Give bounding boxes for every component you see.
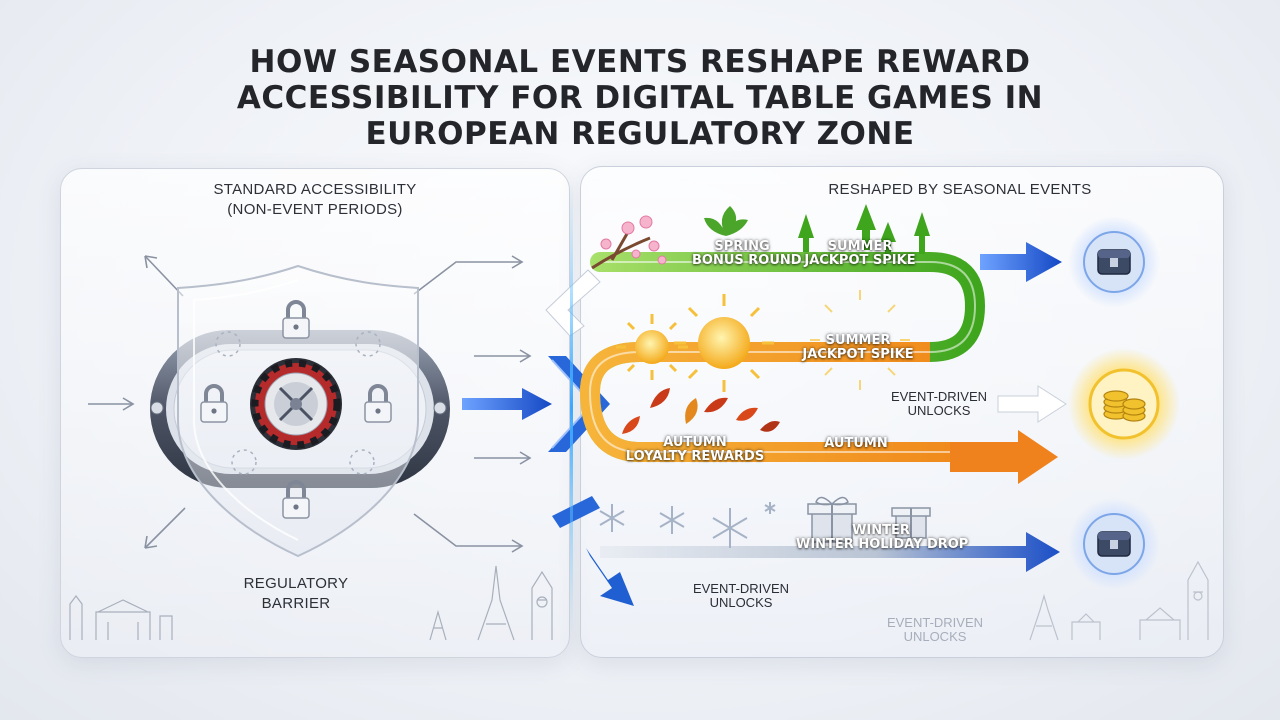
- spring-label-line-1: Spring: [714, 239, 770, 254]
- arrow-bottom-left: [144, 507, 186, 549]
- pressure-arrows: [88, 255, 532, 553]
- arrow-left: [88, 397, 135, 411]
- arrow-top-left: [144, 255, 184, 297]
- sun-icon: [810, 290, 910, 390]
- spring-label-line-2: Bonus Round: [692, 253, 802, 268]
- unlocks-mid-line-1: Event-Driven: [890, 389, 988, 404]
- unlocks-bottom-line-1: Event-Driven: [692, 581, 790, 596]
- unlocks-corner-label: Event-Driven Unlocks: [870, 616, 1000, 644]
- winter-label-line-2: Winter Holiday Drop: [796, 537, 969, 552]
- left-heading-line-1: Standard Accessibility: [213, 181, 417, 198]
- summer-mid-label: Summer Jackpot Spike: [798, 334, 918, 362]
- summer-mid-line-1: Summer: [825, 333, 891, 348]
- winter-label-line-1: Winter: [852, 523, 910, 538]
- autumn-label-line-1: Autumn: [663, 435, 727, 450]
- gift-box-icon: [891, 507, 931, 539]
- unlocks-bottom-label: Event-Driven Unlocks: [676, 582, 806, 610]
- summer-top-line-1: Summer: [827, 239, 893, 254]
- gift-box-icon: [807, 496, 857, 543]
- arrow-top-right: [413, 255, 524, 295]
- title-line-1: How Seasonal Events Reshape Reward: [249, 44, 1031, 80]
- lock-icon: [282, 480, 310, 519]
- leaf-icon: [704, 206, 748, 236]
- unlocks-bottom-line-2: Unlocks: [709, 595, 773, 610]
- arrow-right-1: [474, 349, 532, 363]
- left-panel-heading: Standard Accessibility (Non-Event Period…: [150, 180, 480, 220]
- entry-flow-arrow: [462, 388, 552, 420]
- sun-icon: [616, 314, 688, 380]
- lock-icon: [364, 384, 392, 423]
- landmark-skyline-icon: [1029, 560, 1209, 641]
- slab-icon: [552, 496, 600, 528]
- regulatory-barrier-label: Regulatory Barrier: [196, 574, 396, 614]
- treasure-chest-icon: [1068, 498, 1160, 590]
- barrier-line-2: Barrier: [261, 595, 331, 612]
- page-title: How Seasonal Events Reshape Reward Acces…: [140, 44, 1140, 152]
- unlocks-mid-line-2: Unlocks: [907, 403, 971, 418]
- summer-top-label: Summer Jackpot Spike: [800, 240, 920, 268]
- barrier-line-1: Regulatory: [243, 575, 349, 592]
- left-heading-line-2: (Non-Event Periods): [227, 201, 403, 218]
- summer-top-line-2: Jackpot Spike: [804, 253, 916, 268]
- arrow-bottom-right: [413, 513, 524, 553]
- title-line-3: European Regulatory Zone: [365, 116, 915, 152]
- divider-line: [570, 182, 573, 634]
- title-line-2: Accessibility for Digital Table Games in: [236, 80, 1044, 116]
- unlocks-mid-label: Event-Driven Unlocks: [884, 390, 994, 418]
- spring-output-arrow: [980, 242, 1062, 282]
- unlock-white-arrow: [997, 385, 1067, 423]
- downward-flow-arrow: [586, 548, 634, 606]
- right-panel-heading: Reshaped by Seasonal Events: [828, 181, 1092, 198]
- growth-arrows-icon: [798, 204, 930, 256]
- winter-track: [600, 532, 1060, 572]
- autumn-label: Autumn Loyalty Rewards: [620, 436, 770, 464]
- arrow-right-2: [474, 451, 532, 465]
- unlocks-corner-line-1: Event-Driven: [886, 615, 984, 630]
- winter-label: Winter Winter Holiday Drop: [796, 523, 969, 552]
- gold-coins-icon: [1068, 348, 1180, 460]
- autumn-leaf-icon: [622, 388, 780, 434]
- autumn-arrow: [950, 430, 1058, 484]
- dotted-rings: [215, 331, 381, 475]
- autumn-right-label: Autumn: [824, 436, 888, 451]
- spring-label: Spring Bonus Round: [692, 239, 802, 268]
- cherry-blossom-icon: [591, 215, 667, 270]
- standard-accessibility-panel: [60, 168, 570, 658]
- sun-icon: [674, 294, 774, 392]
- summer-mid-line-2: Jackpot Spike: [802, 347, 914, 362]
- lock-icon: [282, 300, 310, 339]
- snowflake-icon: [599, 502, 776, 548]
- autumn-label-line-2: Loyalty Rewards: [625, 449, 765, 464]
- unlocks-corner-line-2: Unlocks: [903, 629, 967, 644]
- landmark-skyline-icon: [69, 565, 553, 641]
- roulette-wheel-icon: [250, 358, 342, 450]
- lock-icon: [200, 384, 228, 423]
- treasure-chest-icon: [1068, 216, 1160, 308]
